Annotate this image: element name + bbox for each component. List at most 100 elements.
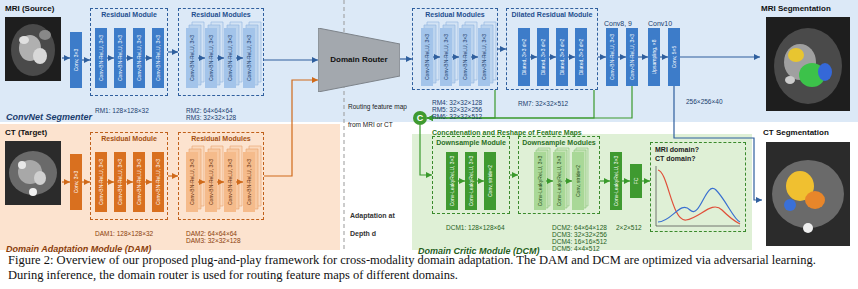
layer-bar: Conv-BN-ReLU, 3×3 xyxy=(95,28,107,88)
flow-arrow xyxy=(145,181,152,182)
flow-arrow xyxy=(236,57,243,58)
seg-region xyxy=(818,63,832,81)
layer-bar: Conv, 3×3 xyxy=(70,154,82,210)
concat-symbol: C xyxy=(417,113,424,123)
flow-arrow xyxy=(568,56,575,57)
annotation-label: RM4: 32×32×128 xyxy=(432,99,482,106)
flow-arrow xyxy=(62,57,70,58)
flow-arrow xyxy=(530,56,537,57)
tissue xyxy=(33,48,47,64)
layer-name: Conv-BN-ReLU, 3×3 xyxy=(227,35,233,81)
flow-arrow xyxy=(264,80,318,176)
annotation-label: RM2: 64×64×64 xyxy=(186,107,233,114)
image-ground xyxy=(766,142,850,246)
flow-arrow xyxy=(565,180,572,181)
label-slot: RM1: 128×128×32 xyxy=(95,99,149,117)
layer-name: Conv-BN-ReLU, 3×3 xyxy=(136,35,142,81)
ct-image xyxy=(5,141,61,205)
annotation-label: DAM3: 32×32×128 xyxy=(186,237,241,244)
layer-bar: Conv-BN-ReLU, 3×3 xyxy=(440,28,452,86)
plot-curve xyxy=(658,188,740,222)
layer-name: Conv-LeakyReLU, 3×3 xyxy=(449,156,455,207)
flow-arrow xyxy=(549,56,556,57)
tissue xyxy=(34,171,46,185)
image-title: MRI Segmentation xyxy=(760,4,831,14)
image-title: MRI (Source) xyxy=(4,4,54,14)
flow-arrow xyxy=(452,56,459,57)
image-ground xyxy=(5,141,61,205)
layer-bar: Conv, 5×5 xyxy=(668,28,680,86)
module-heading: Dilated Residual Module xyxy=(512,10,593,19)
annotation-label: Conv10 xyxy=(648,20,672,27)
flow-arrow xyxy=(477,180,484,181)
image-panel: MRI (Source) xyxy=(4,4,62,84)
layer-name: Conv-BN-ReLU, 3×3 xyxy=(136,159,142,205)
annotation-label: Routing feature map from MRI or CT xyxy=(348,103,407,128)
annotation-label: DCM4: 16×16×512 xyxy=(552,238,607,245)
annotation-label: DCM1: 128×128×64 xyxy=(446,224,505,231)
module-box: Conv-BN-ReLU, 3×3Conv-BN-ReLU, 3×3Conv-B… xyxy=(178,132,264,220)
layer-bar: Dilated, 3×3 d=2 xyxy=(556,28,568,86)
segmenter-band xyxy=(0,0,858,122)
layer-bar: Conv-LeakyReLU, 3×3 xyxy=(465,152,477,210)
layer-name: Conv, 3×3 xyxy=(73,171,79,194)
layer-name: Conv-LeakyReLU, 3×3 xyxy=(613,156,619,207)
annotation-label: Concatenation and Reshape of Feature Map… xyxy=(432,129,582,136)
annotation-label: RM5: 32×32×256 xyxy=(432,106,482,113)
caption-slot: Figure 2: Overview of our proposed plug-… xyxy=(8,253,850,283)
flow-arrow xyxy=(107,181,114,182)
annotation-label: DAM2: 64×64×64 xyxy=(186,230,237,237)
annotation-label: DCM5: 4×4×512 xyxy=(552,245,600,252)
flow-arrow xyxy=(82,181,90,182)
layer-bar: Conv-BN-ReLU, 3×3 xyxy=(243,28,255,88)
annotation-label: RM3: 32×32×128 xyxy=(186,114,236,121)
annotation-label: 2×2×512 xyxy=(616,224,642,231)
layer-bar: Conv-BN-ReLU, 3×3 xyxy=(224,28,236,88)
seg-region xyxy=(788,48,804,62)
layer-name: Dilated, 3×3 d=2 xyxy=(521,39,527,76)
tissue xyxy=(772,160,844,228)
flow-arrow xyxy=(126,57,133,58)
layer-name: Conv-BN-ReLU, 3×3 xyxy=(155,35,161,81)
annotation-label: RM1: 128×128×32 xyxy=(95,107,149,114)
layer-name: Dilated, 3×3 d=2 xyxy=(578,39,584,76)
flow-arrow xyxy=(420,125,432,175)
flow-arrow xyxy=(498,48,506,49)
annotation-label: DAM1: 128×128×32 xyxy=(95,230,153,237)
module-box: Conv-BN-ReLU, 3×3 Conv-BN-ReLU, 3×3 Conv-B… xyxy=(90,8,168,96)
domain-question: CT domain? xyxy=(655,154,695,163)
layer-name: Conv-BN-ReLU, 3×3 xyxy=(98,35,104,81)
layer-name: Conv-BN-ReLU, 3×3 xyxy=(629,34,635,80)
layer-bar: Conv-BN-ReLU, 3×3 xyxy=(478,28,490,86)
layer-bar: Conv-BN-ReLU, 3×3 xyxy=(421,28,433,86)
module-box: Conv-BN-ReLU, 3×3 Conv-BN-ReLU, 3×3 Conv-B… xyxy=(178,8,264,96)
layer-bar: Conv-BN-ReLU, 3×3 xyxy=(114,28,126,88)
layer-name: FC xyxy=(633,178,639,185)
layer-name: Conv-BN-ReLU, 3×3 xyxy=(189,159,195,205)
layer-bar: Conv, stride=2 xyxy=(484,152,496,210)
layer-bar: Conv-LeakyReLU, 3×3 xyxy=(610,152,622,210)
layer-bar: Conv, 3×3 xyxy=(70,32,82,88)
panel-heading: Domain Adaptation Module (DAM) xyxy=(6,244,151,254)
tissue xyxy=(39,30,51,40)
layer-name: Conv, 3×3 xyxy=(73,49,79,72)
panel-band: MRI (Source)Conv, 3×3Conv-BN-ReLU, 3×3Co… xyxy=(0,0,858,122)
router-trapezoid: Domain Router xyxy=(318,28,400,92)
layer-name: Conv, stride=2 xyxy=(575,165,581,197)
module-heading: Residual Module xyxy=(101,134,157,143)
flow-arrow xyxy=(622,180,630,181)
layer-bar: Conv-BN-ReLU, 3×3 xyxy=(205,28,217,88)
layer-name: Conv-BN-ReLU, 3×3 xyxy=(155,159,161,205)
flow-arrow xyxy=(674,86,762,200)
tissue xyxy=(18,161,26,169)
plot-axes xyxy=(656,166,740,226)
domain-question: MRI domain? xyxy=(655,145,699,154)
layer-name: Upsampling, ×8 xyxy=(651,40,657,75)
concat-circle: C xyxy=(413,111,427,125)
layer-bar: Conv-BN-ReLU, 3×3 xyxy=(606,28,618,86)
label-slot: Conv10 xyxy=(648,12,672,30)
flow-arrow xyxy=(638,56,648,57)
flow-arrow xyxy=(145,57,152,58)
layer-bar: Conv-BN-ReLU, 3×3 xyxy=(205,152,217,212)
layer-bar: Dilated, 3×3 d=2 xyxy=(518,28,530,86)
